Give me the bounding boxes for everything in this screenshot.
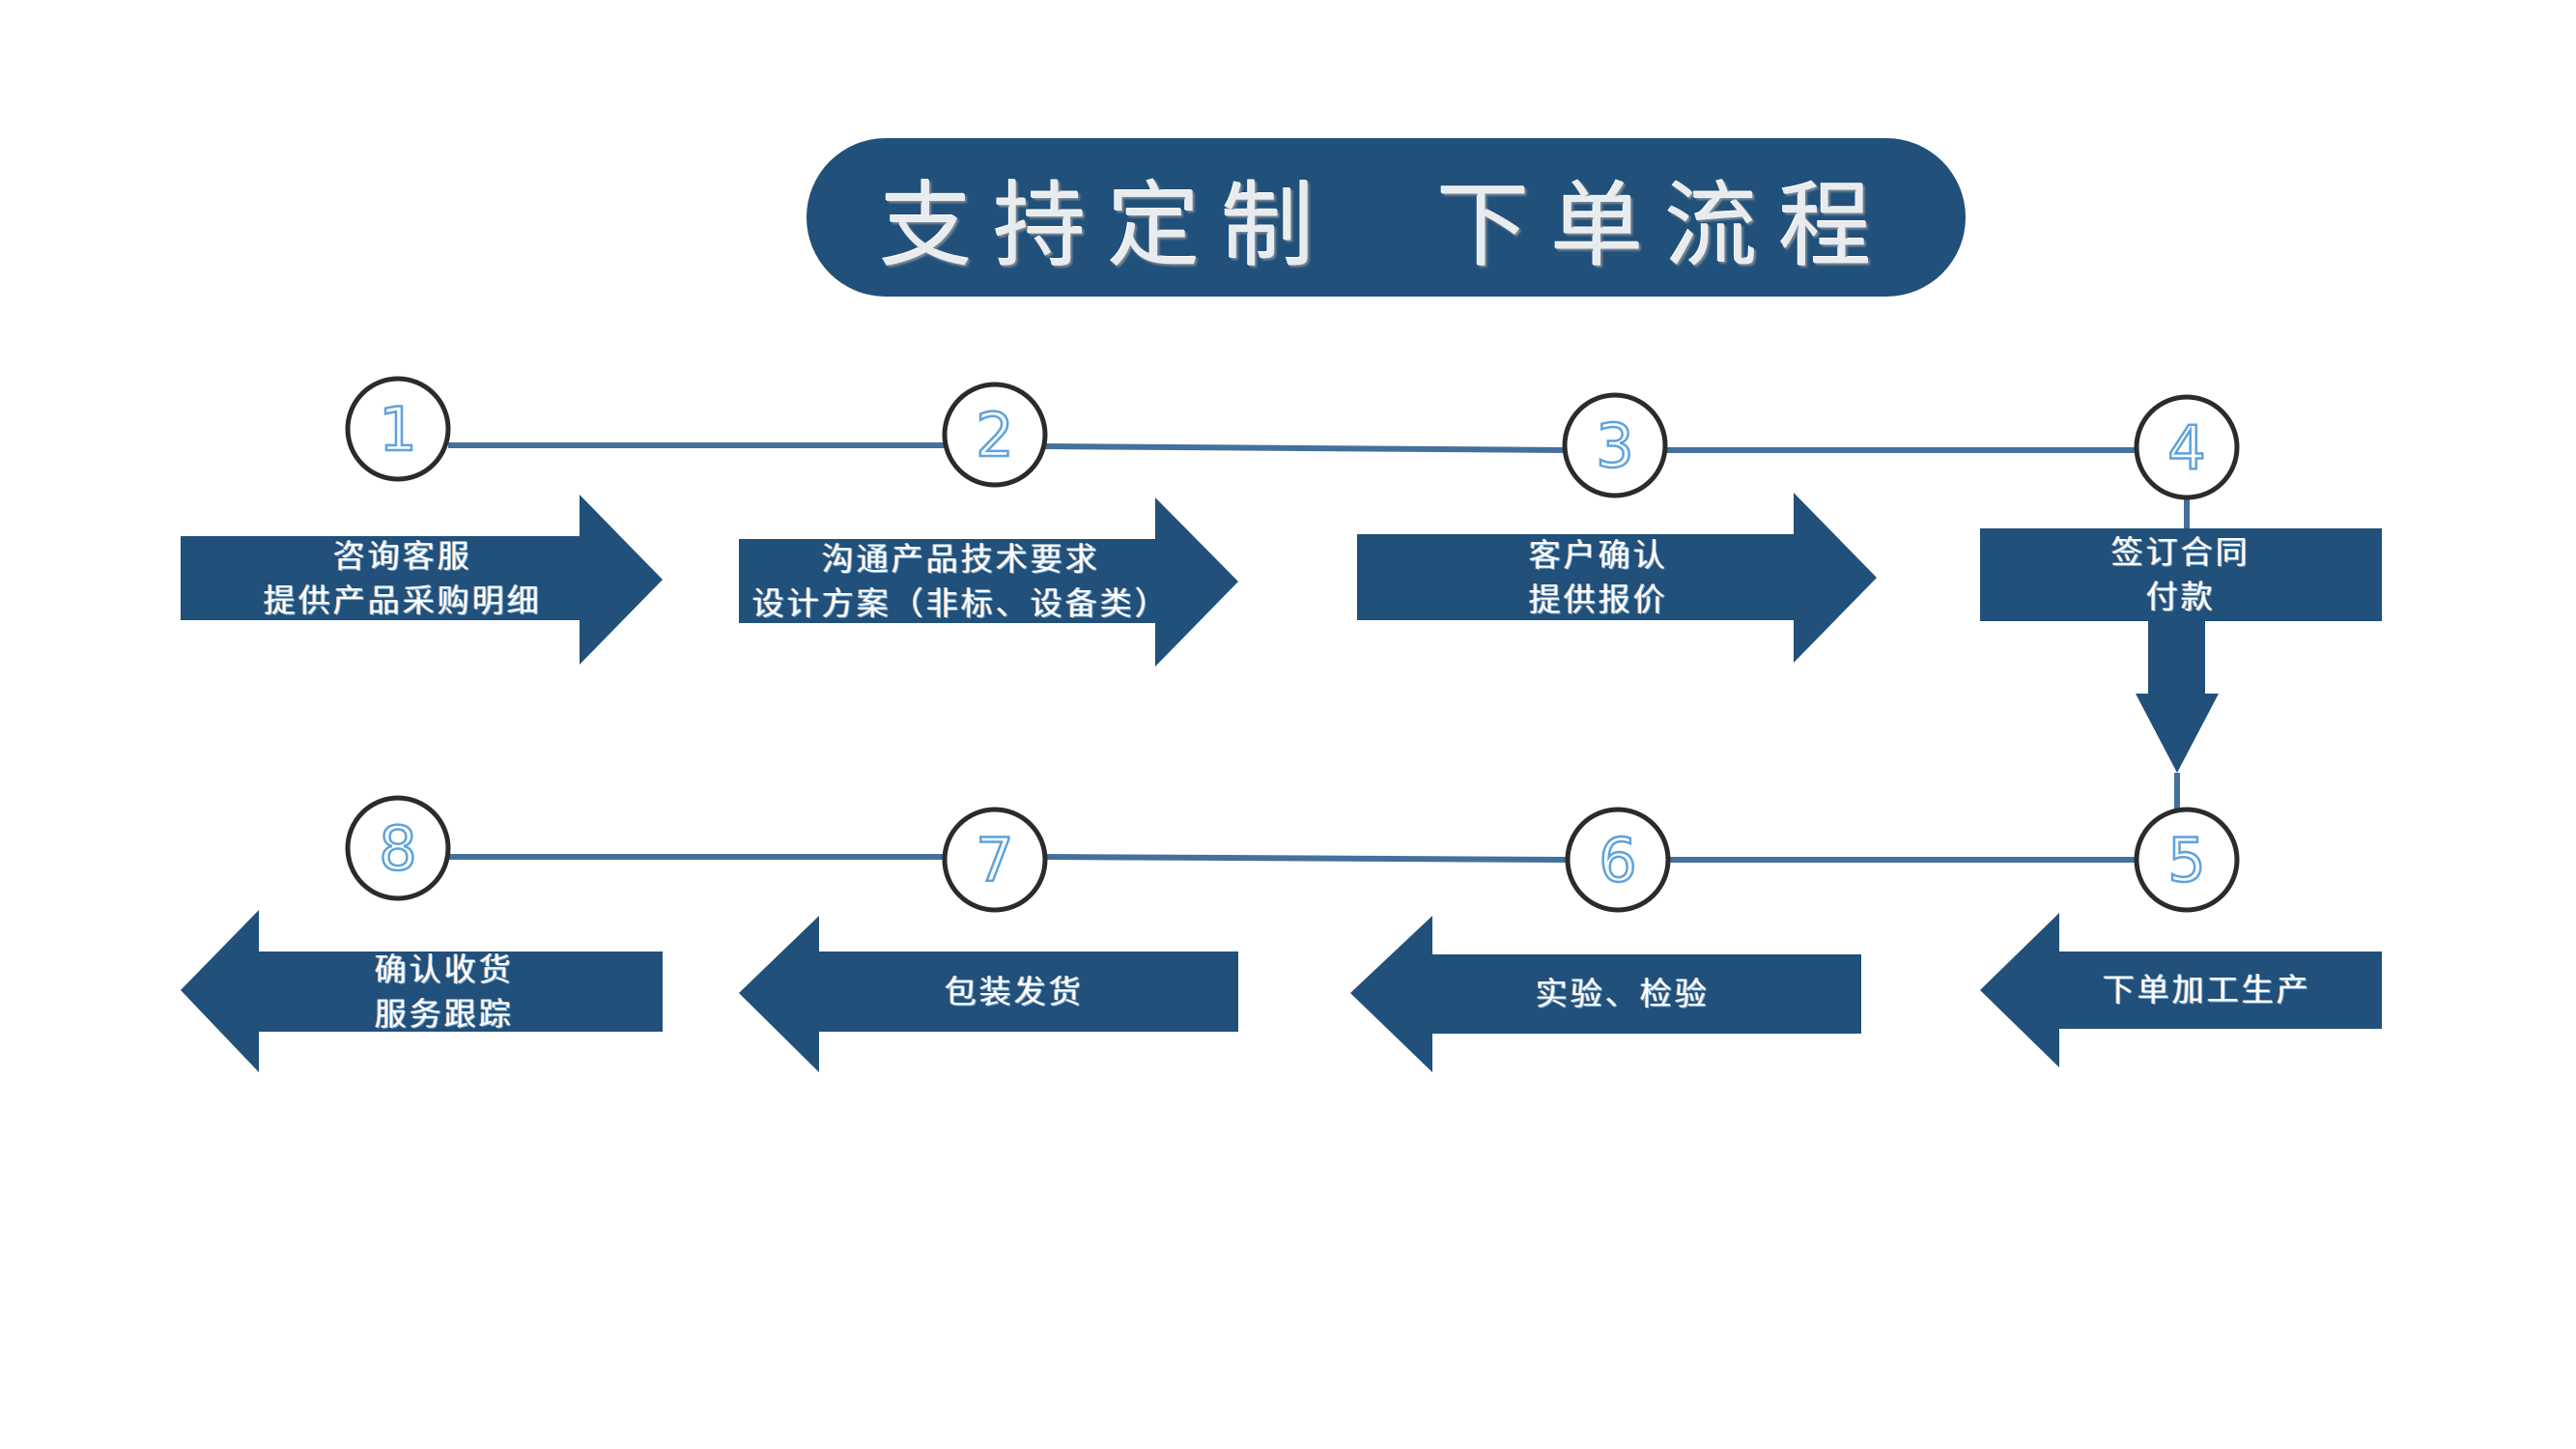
step-6-label: 实验、检验 <box>1420 954 1826 1034</box>
step-6-arrow <box>1350 916 1861 1072</box>
step-7-line-1: 包装发货 <box>945 972 1084 1010</box>
step-6-circle <box>1565 807 1671 913</box>
connector-6-7 <box>1044 854 1569 863</box>
step-2-circle <box>942 382 1048 488</box>
step-8-line-1: 确认收货 <box>375 950 514 988</box>
step-4-label: 签订合同 付款 <box>1980 528 2382 621</box>
step-1-arrow <box>181 495 663 665</box>
step-3-arrow <box>1357 493 1877 663</box>
step-2-line-2: 设计方案（非标、设备类） <box>752 583 1170 622</box>
step-8-arrow <box>181 910 663 1072</box>
step-7-arrow <box>739 916 1238 1072</box>
step-3-label: 客户确认 提供报价 <box>1357 534 1840 620</box>
step-3-circle <box>1562 392 1668 498</box>
page-title: 支持定制 下单流程 <box>879 171 1893 280</box>
step-4-line-1: 签订合同 <box>2111 533 2250 571</box>
step-4-line-2: 付款 <box>2146 578 2216 615</box>
step-8-line-2: 服务跟踪 <box>375 994 514 1033</box>
step-5-label: 下单加工生产 <box>2048 952 2366 1029</box>
step-1-label: 咨询客服 提供产品采购明细 <box>181 536 625 620</box>
title-banner: 支持定制 下单流程 <box>807 138 1966 297</box>
step-4-circle <box>2134 394 2240 500</box>
step-7-label: 包装发货 <box>811 952 1217 1032</box>
step-8-label: 确认收货 服务跟踪 <box>232 951 657 1033</box>
step-1-line-2: 提供产品采购明细 <box>264 581 542 619</box>
step-5-line-1: 下单加工生产 <box>2103 971 2311 1009</box>
step-7-circle <box>942 807 1048 913</box>
step-8-circle <box>345 795 451 901</box>
step-5-arrow <box>1980 913 2382 1067</box>
step-4-box-arrow <box>1980 528 2382 773</box>
step-2-arrow <box>739 497 1238 667</box>
step-6-line-1: 实验、检验 <box>1536 975 1710 1012</box>
step-5-circle <box>2134 807 2240 913</box>
step-3-line-2: 提供报价 <box>1529 580 1668 618</box>
step-1-circle <box>345 376 451 482</box>
step-2-label: 沟通产品技术要求 设计方案（非标、设备类） <box>739 539 1183 623</box>
step-3-line-1: 客户确认 <box>1529 535 1668 574</box>
step-1-line-1: 咨询客服 <box>333 536 472 575</box>
connector-2-3 <box>1044 443 1566 453</box>
step-2-line-1: 沟通产品技术要求 <box>822 539 1100 578</box>
